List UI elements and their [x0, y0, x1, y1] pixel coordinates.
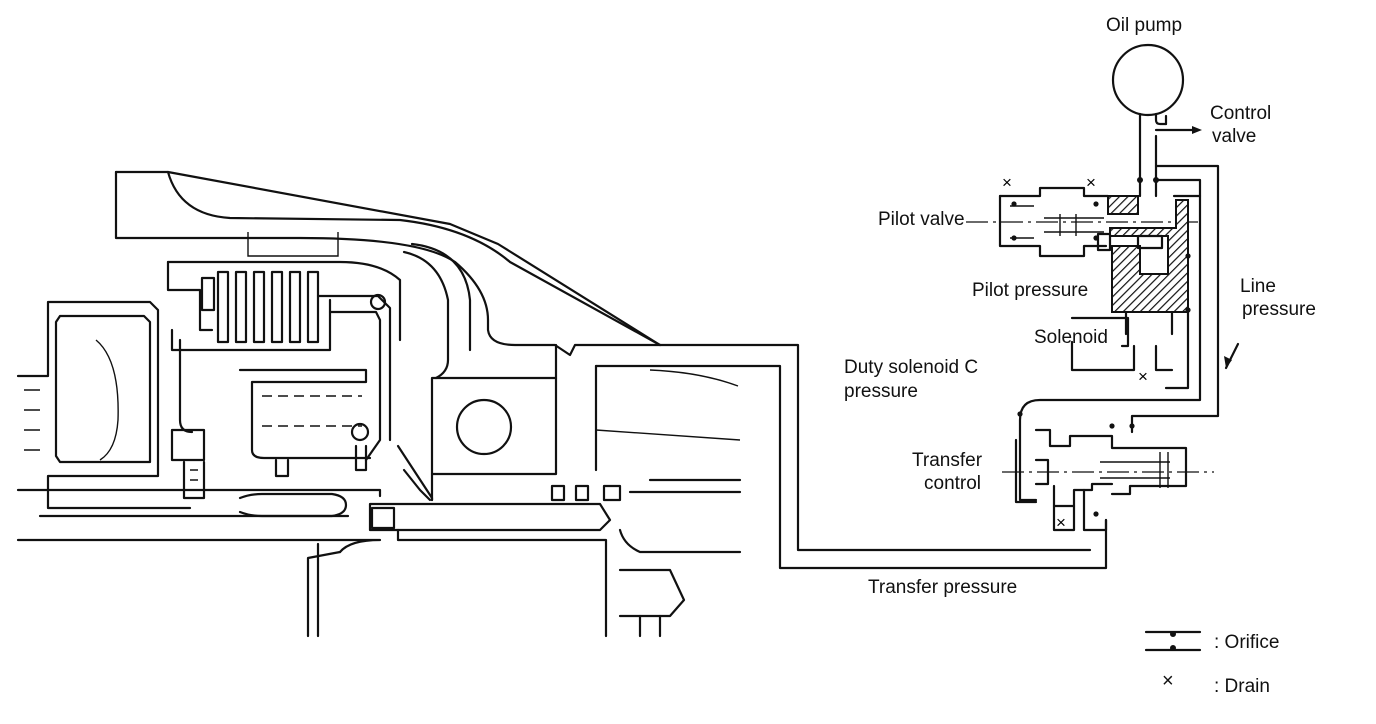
oil-pump-icon [1111, 43, 1185, 117]
label-transfer-control-line1: Transfer [912, 450, 983, 471]
label-pilot-valve: Pilot valve [878, 209, 965, 230]
label-pilot-pressure: Pilot pressure [972, 280, 1089, 301]
label-control-valve-line2: valve [1212, 126, 1257, 147]
legend-drain-label: : Drain [1214, 676, 1270, 697]
hydraulic-circuit: × × × × [966, 43, 1240, 532]
transfer-control-valve [1002, 428, 1214, 532]
label-solenoid: Solenoid [1034, 327, 1108, 348]
transmission-cross-section [16, 170, 1108, 638]
legend-orifice-symbol [1144, 630, 1202, 652]
label-line-pressure-line2: pressure [1242, 299, 1316, 320]
drain-mark: × [1086, 173, 1096, 192]
label-transfer-control-line2: control [924, 473, 982, 494]
legend-drain-symbol: × [1162, 670, 1174, 692]
label-duty-solenoid-line2: pressure [844, 381, 918, 402]
clutch-plates [216, 270, 320, 344]
label-oil-pump: Oil pump [1106, 15, 1183, 36]
pilot-valve [966, 186, 1200, 313]
label-control-valve-line1: Control [1210, 103, 1272, 124]
orifice-marks [1011, 177, 1191, 517]
label-line-pressure-line1: Line [1240, 276, 1276, 297]
legend-orifice-label: : Orifice [1214, 632, 1280, 653]
label-duty-solenoid-line1: Duty solenoid C [844, 357, 979, 378]
label-transfer-pressure: Transfer pressure [868, 577, 1018, 598]
drain-mark: × [1056, 513, 1066, 532]
drain-mark: × [1138, 367, 1148, 386]
drain-mark: × [1002, 173, 1012, 192]
